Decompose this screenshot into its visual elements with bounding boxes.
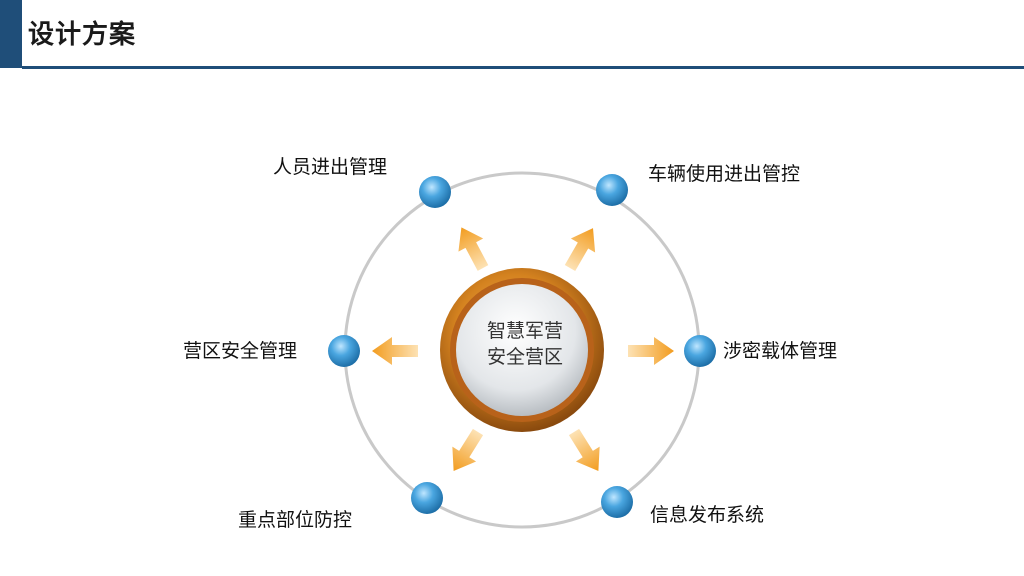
label-info: 信息发布系统 xyxy=(650,504,765,526)
node-dot-keypoint xyxy=(411,482,443,514)
label-camp: 营区安全管理 xyxy=(183,340,298,362)
page-title: 设计方案 xyxy=(28,20,137,50)
label-personnel: 人员进出管理 xyxy=(273,156,388,178)
arrow-to-vehicle xyxy=(557,221,606,275)
arrow-to-info xyxy=(562,424,611,479)
title-divider xyxy=(22,66,1024,69)
label-classified: 涉密载体管理 xyxy=(723,340,838,362)
node-dot-vehicle xyxy=(596,174,628,206)
arrow-to-classified xyxy=(628,337,674,365)
node-dot-personnel xyxy=(419,176,451,208)
node-dot-info xyxy=(601,486,633,518)
hub-label-line2: 安全营区 xyxy=(486,346,563,368)
arrow-to-personnel xyxy=(449,220,496,275)
node-dot-classified xyxy=(684,335,716,367)
hub-label: 智慧军营 安全营区 xyxy=(470,318,580,370)
hub-label-line1: 智慧军营 xyxy=(486,320,563,342)
label-vehicle: 车辆使用进出管控 xyxy=(648,163,801,185)
node-dot-camp xyxy=(328,335,360,367)
label-keypoint: 重点部位防控 xyxy=(238,509,353,531)
title-accent-bar xyxy=(0,0,22,68)
arrow-to-camp xyxy=(372,337,418,365)
arrow-to-keypoint xyxy=(441,424,490,479)
hub-inner-disc xyxy=(456,284,588,416)
